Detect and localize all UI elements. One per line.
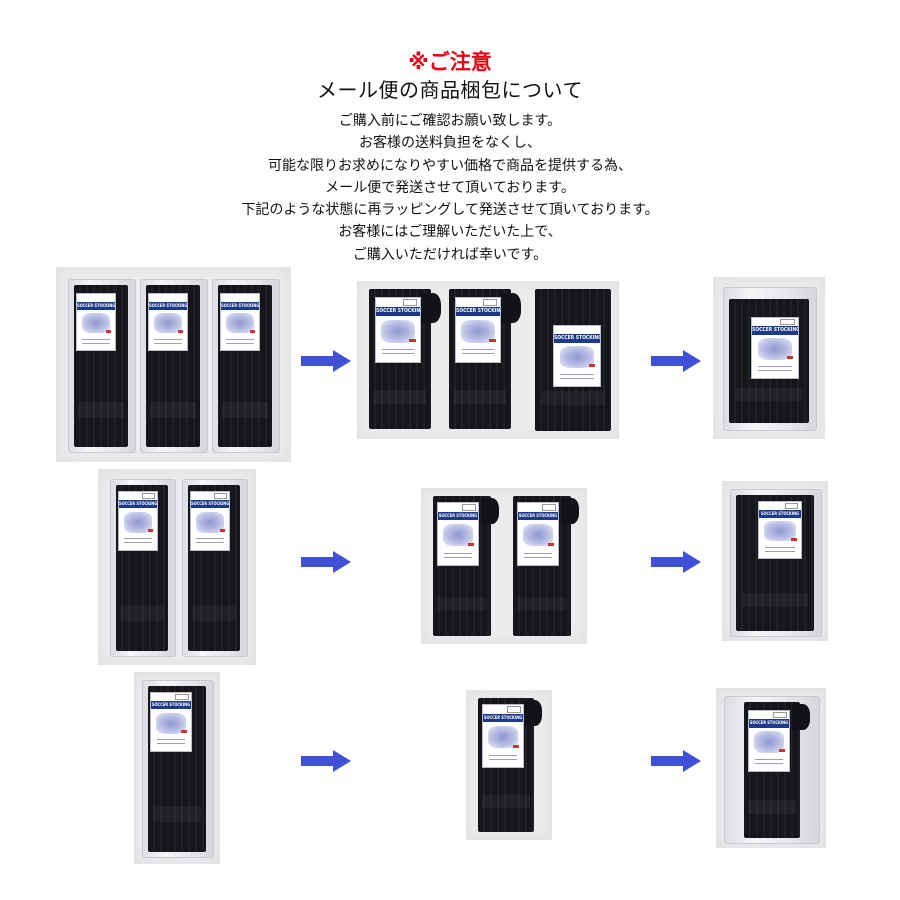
- card-label: SOCCER STOCKING: [119, 500, 157, 509]
- page-title: メール便の商品梱包について: [317, 78, 583, 102]
- arrow-right-icon: [651, 551, 701, 573]
- arrow-right-icon: [651, 350, 701, 372]
- body-line: 下記のような状態に再ラッピングして発送させて頂いております。: [241, 202, 659, 219]
- photo-3-pair-repacked: SOCCER STOCKING SOCCER STOCKING SOCCER S…: [357, 281, 619, 439]
- photo-3-pair-mail-bag: SOCCER STOCKING: [713, 277, 825, 439]
- card-label: SOCCER STOCKING: [752, 326, 798, 335]
- body-line: メール便で発送させて頂いております。: [325, 179, 575, 196]
- card-label: SOCCER STOCKING: [191, 500, 229, 509]
- card-label: SOCCER STOCKING: [759, 509, 801, 518]
- card-label: SOCCER STOCKING: [749, 719, 789, 728]
- photo-1-pair-original: SOCCER STOCKING: [134, 672, 220, 864]
- arrow-right-icon: [301, 350, 351, 372]
- card-label: SOCCER STOCKING: [554, 334, 600, 343]
- arrow-right-icon: [301, 750, 351, 772]
- card-label: SOCCER STOCKING: [77, 301, 115, 310]
- photo-1-pair-repacked: SOCCER STOCKING: [466, 690, 552, 840]
- arrow-right-icon: [651, 750, 701, 772]
- card-label: SOCCER STOCKING: [456, 306, 500, 316]
- notice-body: ご購入前にご確認お願い致します。 お客様の送料負担をなくし、 可能な限りお求めに…: [0, 110, 900, 266]
- card-label: SOCCER STOCKING: [376, 306, 420, 316]
- card-label: SOCCER STOCKING: [221, 301, 259, 310]
- card-label: SOCCER STOCKING: [518, 511, 558, 521]
- notice-title: ※ご注意: [408, 50, 492, 74]
- body-line: ご購入いただければ幸いです。: [352, 246, 548, 263]
- photo-2-pair-repacked: SOCCER STOCKING SOCCER STOCKING: [421, 488, 587, 644]
- card-label: SOCCER STOCKING: [151, 701, 191, 710]
- photo-1-pair-mail-bag: SOCCER STOCKING: [716, 688, 826, 848]
- body-line: 可能な限りお求めになりやすい価格で商品を提供する為、: [268, 157, 632, 174]
- body-line: ご購入前にご確認お願い致します。: [338, 113, 562, 129]
- card-label: SOCCER STOCKING: [149, 301, 187, 310]
- arrow-right-icon: [301, 551, 351, 573]
- photo-2-pair-mail-bag: SOCCER STOCKING: [722, 481, 828, 641]
- card-label: SOCCER STOCKING: [438, 511, 478, 521]
- photo-3-pair-original: SOCCER STOCKING SOCCER STOCKING SOCCER S…: [56, 267, 291, 462]
- body-line: お客様の送料負担をなくし、: [359, 135, 541, 152]
- body-line: お客様にはご理解いただいた上で、: [338, 224, 562, 241]
- card-label: SOCCER STOCKING: [483, 713, 523, 723]
- photo-2-pair-original: SOCCER STOCKING SOCCER STOCKING: [98, 469, 256, 665]
